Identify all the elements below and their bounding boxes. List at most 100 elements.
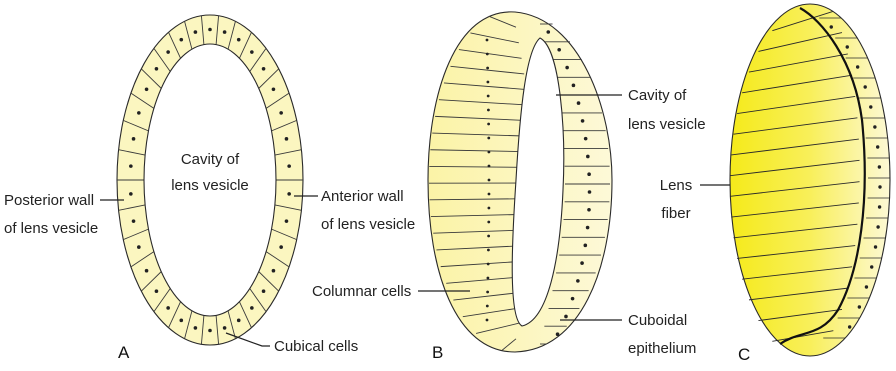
cell-nucleus — [830, 25, 833, 28]
cell-nucleus — [487, 109, 490, 112]
cell-nucleus — [262, 67, 266, 71]
cell-nucleus — [237, 38, 241, 42]
posterior-wall-label: Posterior wall — [4, 192, 94, 209]
anterior-wall-label-line2: of lens vesicle — [321, 216, 415, 233]
cell-nucleus — [858, 305, 861, 308]
cell-nucleus — [262, 289, 266, 293]
cell-nucleus — [586, 155, 590, 159]
cell-nucleus — [250, 50, 254, 54]
cell-nucleus — [287, 192, 291, 196]
cell-nucleus — [145, 269, 149, 273]
cell-nucleus — [486, 319, 489, 322]
cell-nucleus — [487, 263, 490, 266]
panel-letter-b: B — [432, 343, 443, 362]
cuboidal-epithelium-label-line2: epithelium — [628, 340, 696, 357]
cell-nucleus — [869, 105, 872, 108]
cell-nucleus — [137, 245, 141, 249]
cell-nucleus — [873, 125, 876, 128]
cell-nucleus — [878, 205, 881, 208]
cell-nucleus — [179, 319, 183, 323]
cell-nucleus — [166, 50, 170, 54]
cell-nucleus — [129, 164, 133, 168]
cell-nucleus — [194, 326, 198, 330]
cell-nucleus — [846, 45, 849, 48]
cell-nucleus — [580, 261, 584, 265]
cell-nucleus — [272, 269, 276, 273]
cell-nucleus — [285, 137, 289, 141]
posterior-wall-label-line2: of lens vesicle — [4, 220, 98, 237]
cell-nucleus — [586, 226, 590, 230]
cell-nucleus — [237, 319, 241, 323]
cell-nucleus — [488, 193, 491, 196]
cubical-cells-label: Cubical cells — [274, 338, 358, 355]
cell-nucleus — [287, 164, 291, 168]
cell-nucleus — [577, 101, 581, 105]
cell-nucleus — [285, 219, 289, 223]
cavity-label-b-line2: lens vesicle — [628, 116, 706, 133]
cell-nucleus — [486, 67, 489, 70]
cell-nucleus — [856, 65, 859, 68]
cell-nucleus — [587, 208, 591, 212]
cell-nucleus — [223, 326, 227, 330]
cell-nucleus — [132, 219, 136, 223]
lens-fiber-label-line2: fiber — [661, 205, 690, 222]
cell-nucleus — [208, 329, 212, 333]
cuboidal-epithelium-label: Cuboidal — [628, 312, 687, 329]
cell-nucleus — [878, 185, 881, 188]
cell-nucleus — [546, 30, 550, 34]
cell-nucleus — [848, 325, 851, 328]
cell-nucleus — [584, 244, 588, 248]
columnar-cells-label: Columnar cells — [312, 283, 411, 300]
cell-nucleus — [581, 119, 585, 123]
cell-nucleus — [279, 111, 283, 115]
cell-nucleus — [870, 265, 873, 268]
cell-nucleus — [486, 305, 489, 308]
lens-outline-c — [730, 4, 890, 356]
cell-nucleus — [129, 192, 133, 196]
cell-nucleus — [145, 88, 149, 92]
cell-nucleus — [863, 85, 866, 88]
cell-nucleus — [208, 28, 212, 32]
cell-nucleus — [878, 165, 881, 168]
cell-nucleus — [132, 137, 136, 141]
cell-nucleus — [272, 88, 276, 92]
panel-letter-a: A — [118, 343, 130, 362]
cell-nucleus — [166, 306, 170, 310]
cell-nucleus — [137, 111, 141, 115]
cell-nucleus — [587, 172, 591, 176]
cell-nucleus — [487, 249, 490, 252]
cell-nucleus — [564, 315, 568, 319]
cavity-label-b: Cavity of — [628, 87, 687, 104]
lens-fiber-label: Lens — [660, 177, 693, 194]
cell-nucleus — [486, 39, 489, 42]
cell-nucleus — [487, 235, 490, 238]
cell-nucleus — [487, 221, 490, 224]
cell-nucleus — [488, 207, 491, 210]
cell-nucleus — [487, 277, 490, 280]
cell-nucleus — [487, 137, 490, 140]
cell-nucleus — [565, 66, 569, 70]
panel-a: Cavity of lens vesicle Posterior wall of… — [4, 15, 415, 362]
cell-nucleus — [487, 95, 490, 98]
cell-nucleus — [487, 81, 490, 84]
cell-nucleus — [179, 38, 183, 42]
cell-nucleus — [488, 179, 491, 182]
cell-nucleus — [571, 297, 575, 301]
panel-letter-c: C — [738, 345, 750, 364]
cell-nucleus — [486, 53, 489, 56]
cell-nucleus — [486, 291, 489, 294]
cell-nucleus — [279, 245, 283, 249]
cell-nucleus — [488, 151, 491, 154]
cell-nucleus — [557, 48, 561, 52]
cell-nucleus — [588, 190, 592, 194]
cell-nucleus — [876, 145, 879, 148]
cell-nucleus — [865, 285, 868, 288]
cell-nucleus — [584, 137, 588, 141]
cell-nucleus — [250, 306, 254, 310]
panel-b: Cavity of lens vesicle Columnar cells Cu… — [312, 12, 706, 362]
cell-nucleus — [487, 123, 490, 126]
cell-nucleus — [155, 289, 159, 293]
cell-nucleus — [488, 165, 491, 168]
cell-nucleus — [572, 84, 576, 88]
